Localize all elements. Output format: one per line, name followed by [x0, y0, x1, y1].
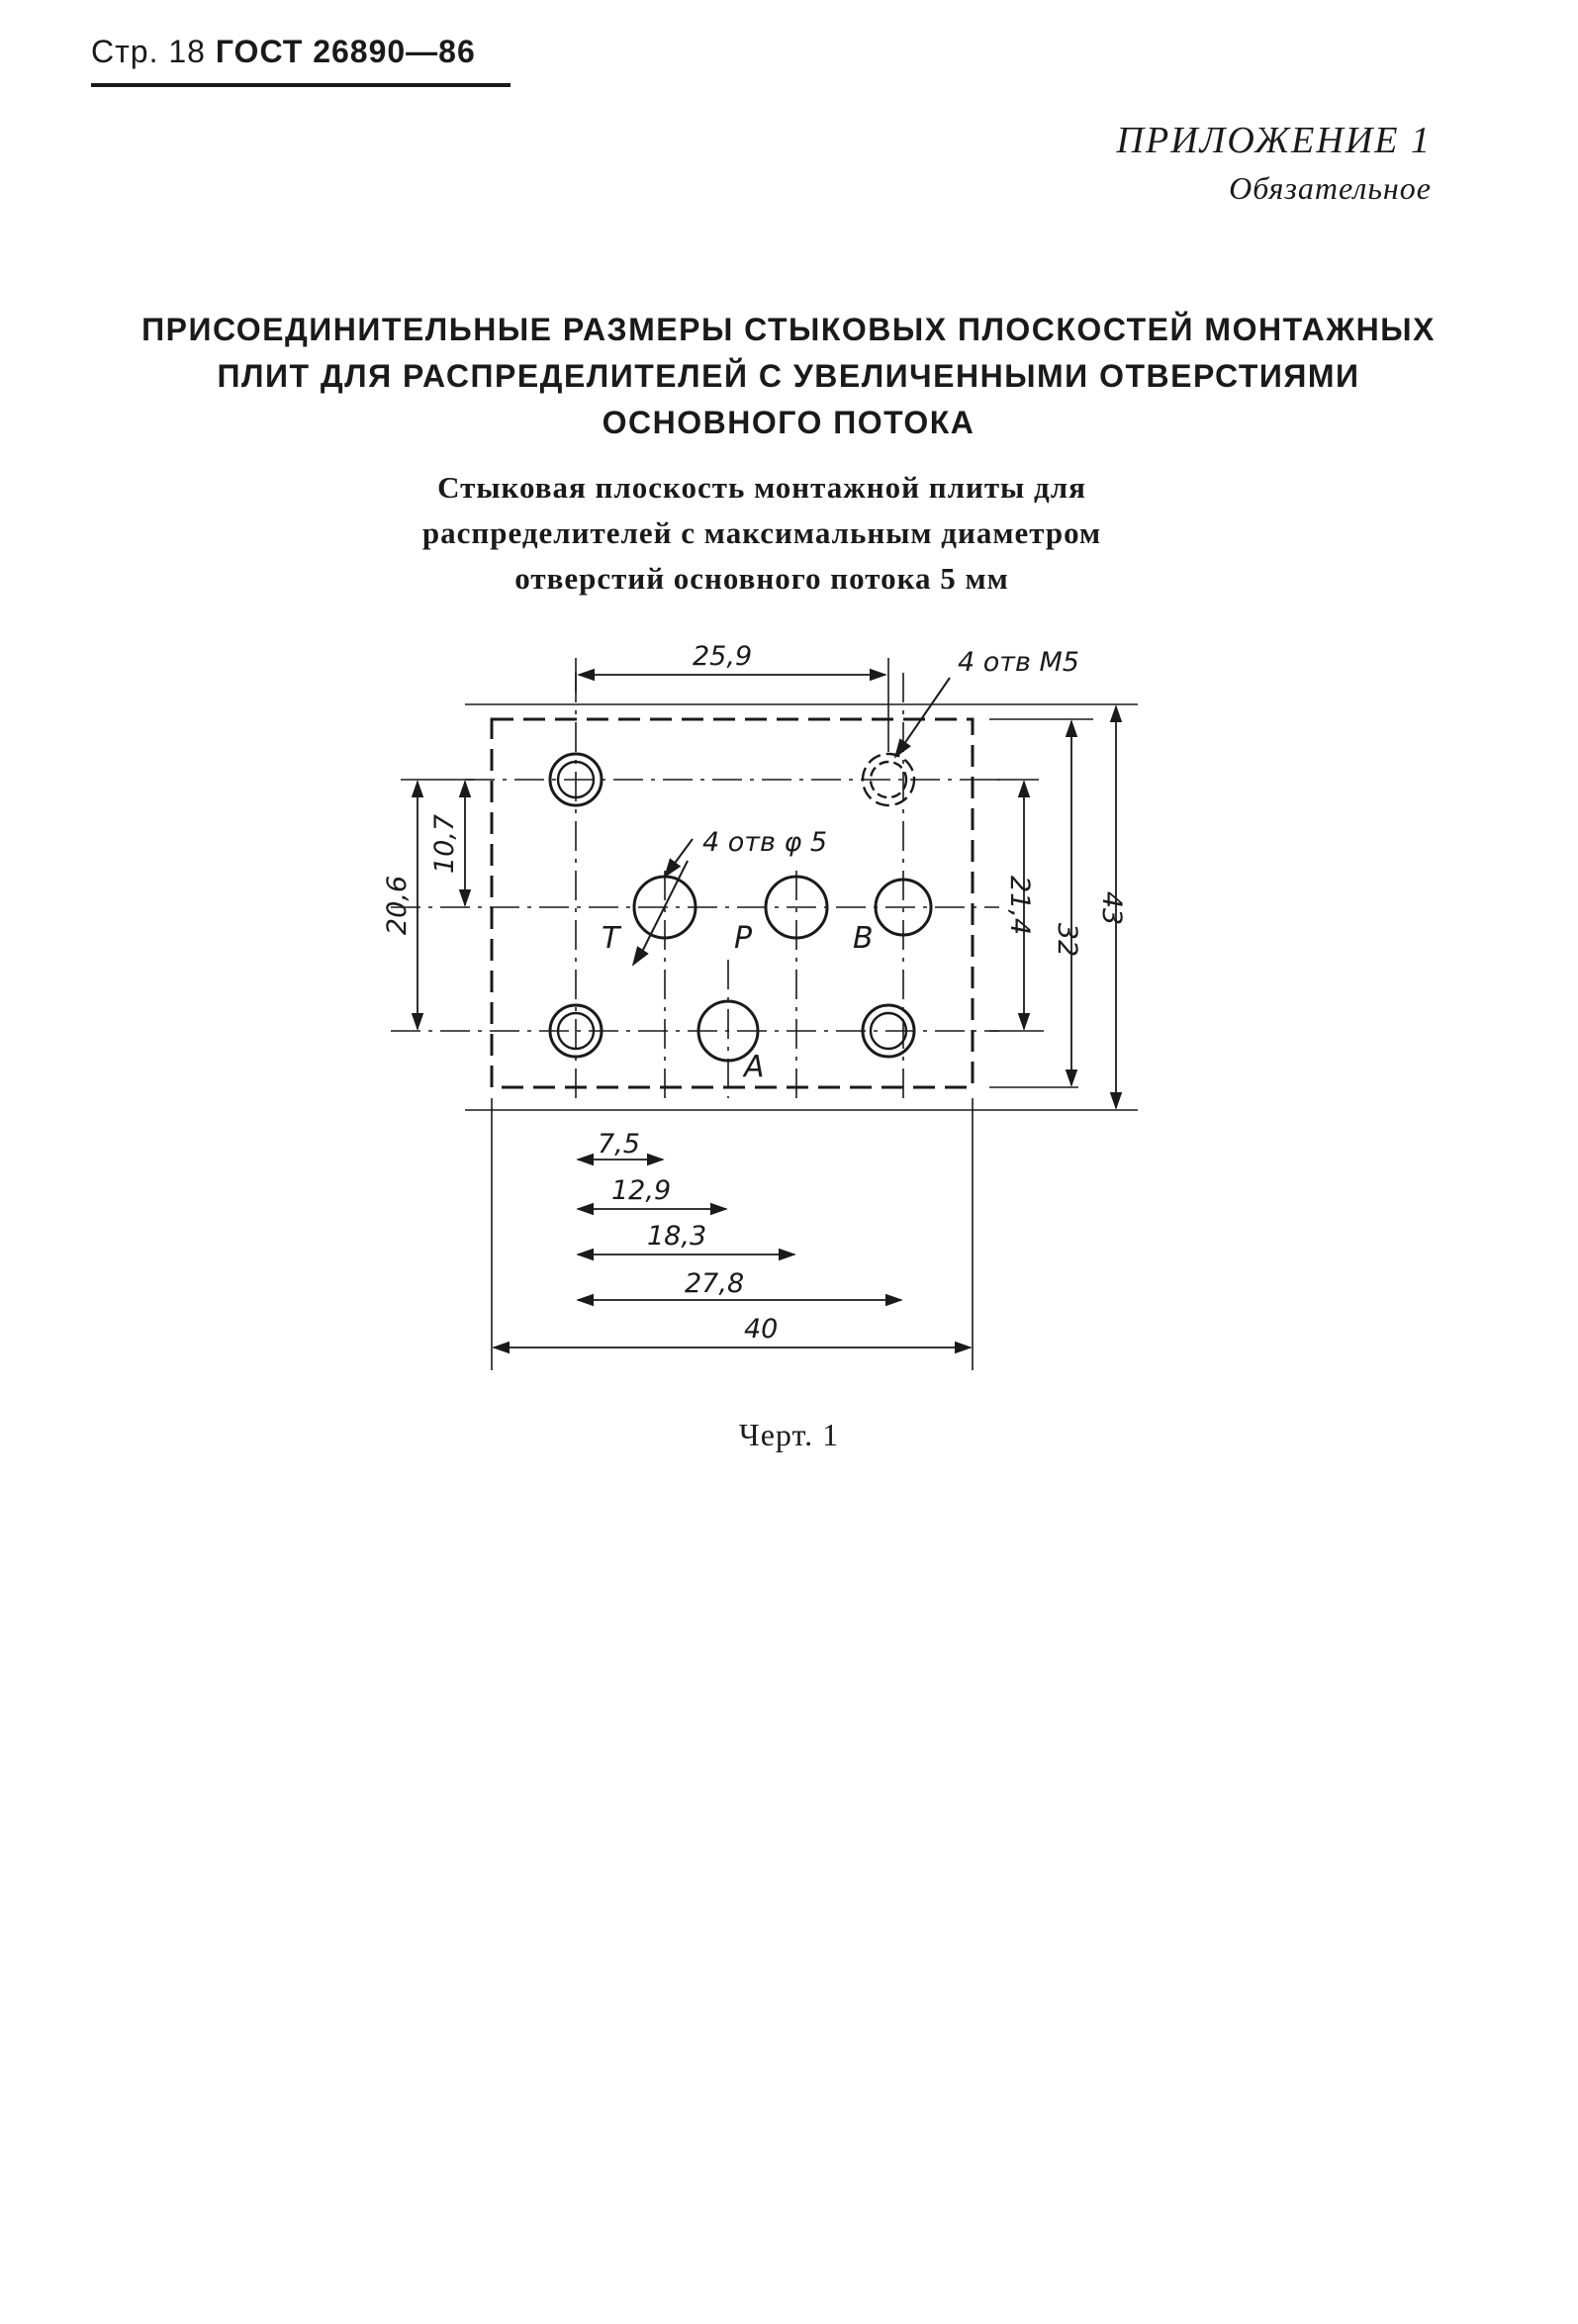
dim-bottom-4: 27,8 [685, 1268, 744, 1299]
thread-hole [548, 1003, 603, 1059]
appendix-status: Обязательное [1229, 170, 1432, 206]
port-label-b: B [853, 921, 874, 956]
thread-hole [861, 752, 916, 807]
dim-left-inner: 10,7 [429, 814, 460, 874]
section-title: ПРИСОЕДИНИТЕЛЬНЫЕ РАЗМЕРЫ СТЫКОВЫХ ПЛОСК… [91, 307, 1486, 446]
subtitle-line: Стыковая плоскость монтажной плиты для [437, 470, 1086, 505]
port-hole-b [874, 878, 933, 937]
thread-hole [548, 752, 603, 807]
header-rule [91, 83, 511, 87]
standard-number: ГОСТ 26890—86 [215, 34, 476, 69]
subtitle-line: распределителей с максимальным диаметром [421, 515, 1102, 550]
callout-leader [893, 677, 951, 759]
section-title-line: ПЛИТ ДЛЯ РАСПРЕДЕЛИТЕЛЕЙ С УВЕЛИЧЕННЫМИ … [217, 358, 1360, 394]
callout-threads: 4 отв M5 [958, 647, 1079, 678]
section-title-line: ПРИСОЕДИНИТЕЛЬНЫЕ РАЗМЕРЫ СТЫКОВЫХ ПЛОСК… [141, 312, 1436, 347]
dim-right-inner: 21,4 [1004, 876, 1035, 935]
port-label-a: A [742, 1050, 765, 1084]
section-title-line: ОСНОВНОГО ПОТОКА [602, 405, 975, 440]
page-number: Стр. 18 [91, 34, 206, 69]
drawing-subtitle: Стыковая плоскость монтажной плиты для р… [336, 465, 1187, 602]
dim-bottom-2: 12,9 [611, 1175, 671, 1206]
port-hole-a [696, 999, 760, 1063]
page-header: Стр. 18 ГОСТ 26890—86 [91, 34, 476, 70]
callout-leader [663, 838, 694, 879]
port-label-t: T [602, 921, 622, 956]
dim-right-mid: 32 [1052, 923, 1082, 957]
subtitle-line: отверстий основного потока 5 мм [514, 561, 1009, 596]
dim-top: 25,9 [693, 641, 752, 672]
port-hole-p [764, 875, 829, 940]
dim-left-outer: 20,6 [382, 876, 413, 935]
callout-holes: 4 отв φ 5 [702, 827, 827, 858]
dim-right-outer: 43 [1096, 891, 1127, 925]
dim-bottom-3: 18,3 [647, 1221, 706, 1252]
thread-hole [861, 1003, 916, 1059]
port-label-p: P [734, 921, 753, 956]
appendix-title: ПРИЛОЖЕНИЕ 1 [1116, 120, 1432, 161]
dim-bottom-5: 40 [744, 1314, 778, 1345]
plate-outline [490, 717, 975, 1089]
dim-bottom-1: 7,5 [598, 1129, 640, 1160]
appendix-block: ПРИЛОЖЕНИЕ 1 Обязательное [1117, 119, 1432, 207]
center-lines [391, 673, 999, 1098]
figure-caption: Черт. 1 [738, 1417, 840, 1452]
